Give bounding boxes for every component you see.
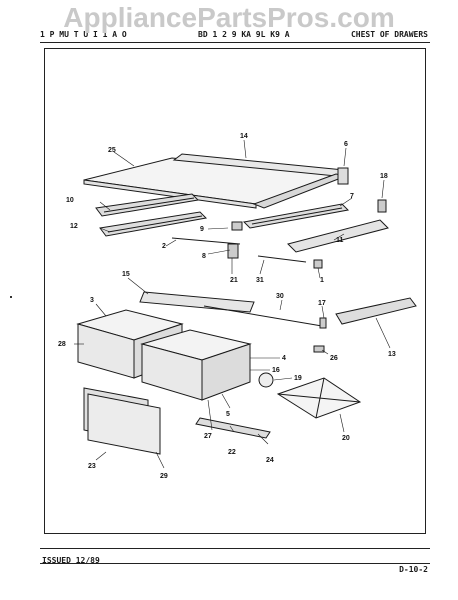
callout-14: 14 (240, 133, 248, 140)
drawer-cover-29-part (87, 393, 161, 455)
callout-8: 8 (202, 253, 206, 260)
callout-6: 6 (344, 141, 348, 148)
callout-16: 16 (272, 367, 280, 374)
callout-2: 2 (162, 243, 166, 250)
clip-21-part (227, 243, 239, 259)
rod-30-part (203, 305, 323, 327)
callout-20: 20 (342, 435, 350, 442)
exploded-parts-diagram: 25 14 6 18 10 12 7 9 8 2 11 21 31 1 15 3… (58, 133, 417, 480)
diagram-frame (44, 48, 426, 534)
cover-15-part (139, 291, 255, 313)
footer-rule-bottom (40, 563, 430, 564)
part-17 (319, 317, 327, 329)
clip-9-part (231, 221, 243, 231)
callout-19: 19 (294, 375, 302, 382)
slide-22-part (195, 417, 271, 439)
bracket-18-part (377, 199, 387, 213)
callout-13: 13 (388, 351, 396, 358)
footer-rule-top (40, 548, 430, 549)
margin-mark (10, 296, 12, 298)
page-header: 1 P MU T U I 1 A O BD 1 2 9 KA 9L K9 A C… (40, 30, 440, 42)
left-rails-part (95, 193, 208, 237)
callout-1: 1 (320, 277, 324, 284)
tray-20-part (276, 377, 362, 419)
callout-23: 23 (88, 463, 96, 470)
callout-18: 18 (380, 173, 388, 180)
callout-27: 27 (204, 433, 212, 440)
callout-11: 11 (336, 237, 344, 244)
callout-7: 7 (350, 193, 354, 200)
watermark: AppliancePartsPros.com (63, 2, 395, 33)
callout-26: 26 (330, 355, 338, 362)
callout-31: 31 (256, 277, 264, 284)
issued-date: ISSUED 12/89 (42, 556, 100, 565)
callout-24: 24 (266, 457, 274, 464)
rod-2-part (171, 237, 241, 245)
callout-17: 17 (318, 300, 326, 307)
page-code: D-10-2 (399, 565, 428, 574)
callout-22: 22 (228, 449, 236, 456)
callout-10: 10 (66, 197, 74, 204)
callout-29: 29 (160, 473, 168, 480)
part-1 (313, 259, 323, 269)
callout-12: 12 (70, 223, 78, 230)
callout-5: 5 (226, 411, 230, 418)
part-19 (258, 372, 274, 388)
header-left-text: 1 P MU T U I 1 A O (40, 30, 127, 39)
callout-25: 25 (108, 147, 116, 154)
bracket-6-part (337, 167, 349, 185)
callout-3: 3 (90, 297, 94, 304)
callout-28: 28 (58, 341, 66, 348)
header-rule (40, 42, 430, 43)
header-section-title: CHEST OF DRAWERS (350, 30, 428, 39)
callout-21: 21 (230, 277, 238, 284)
header-model-text: BD 1 2 9 KA 9L K9 A (198, 30, 290, 39)
crisper-drawers-part (76, 309, 252, 401)
rod-31-part (257, 255, 307, 263)
part-26 (313, 345, 325, 353)
callout-9: 9 (200, 226, 204, 233)
callout-15: 15 (122, 271, 130, 278)
callout-4: 4 (282, 355, 286, 362)
callout-30: 30 (276, 293, 284, 300)
slide-13-part (335, 297, 417, 325)
support-11-part (287, 219, 389, 253)
